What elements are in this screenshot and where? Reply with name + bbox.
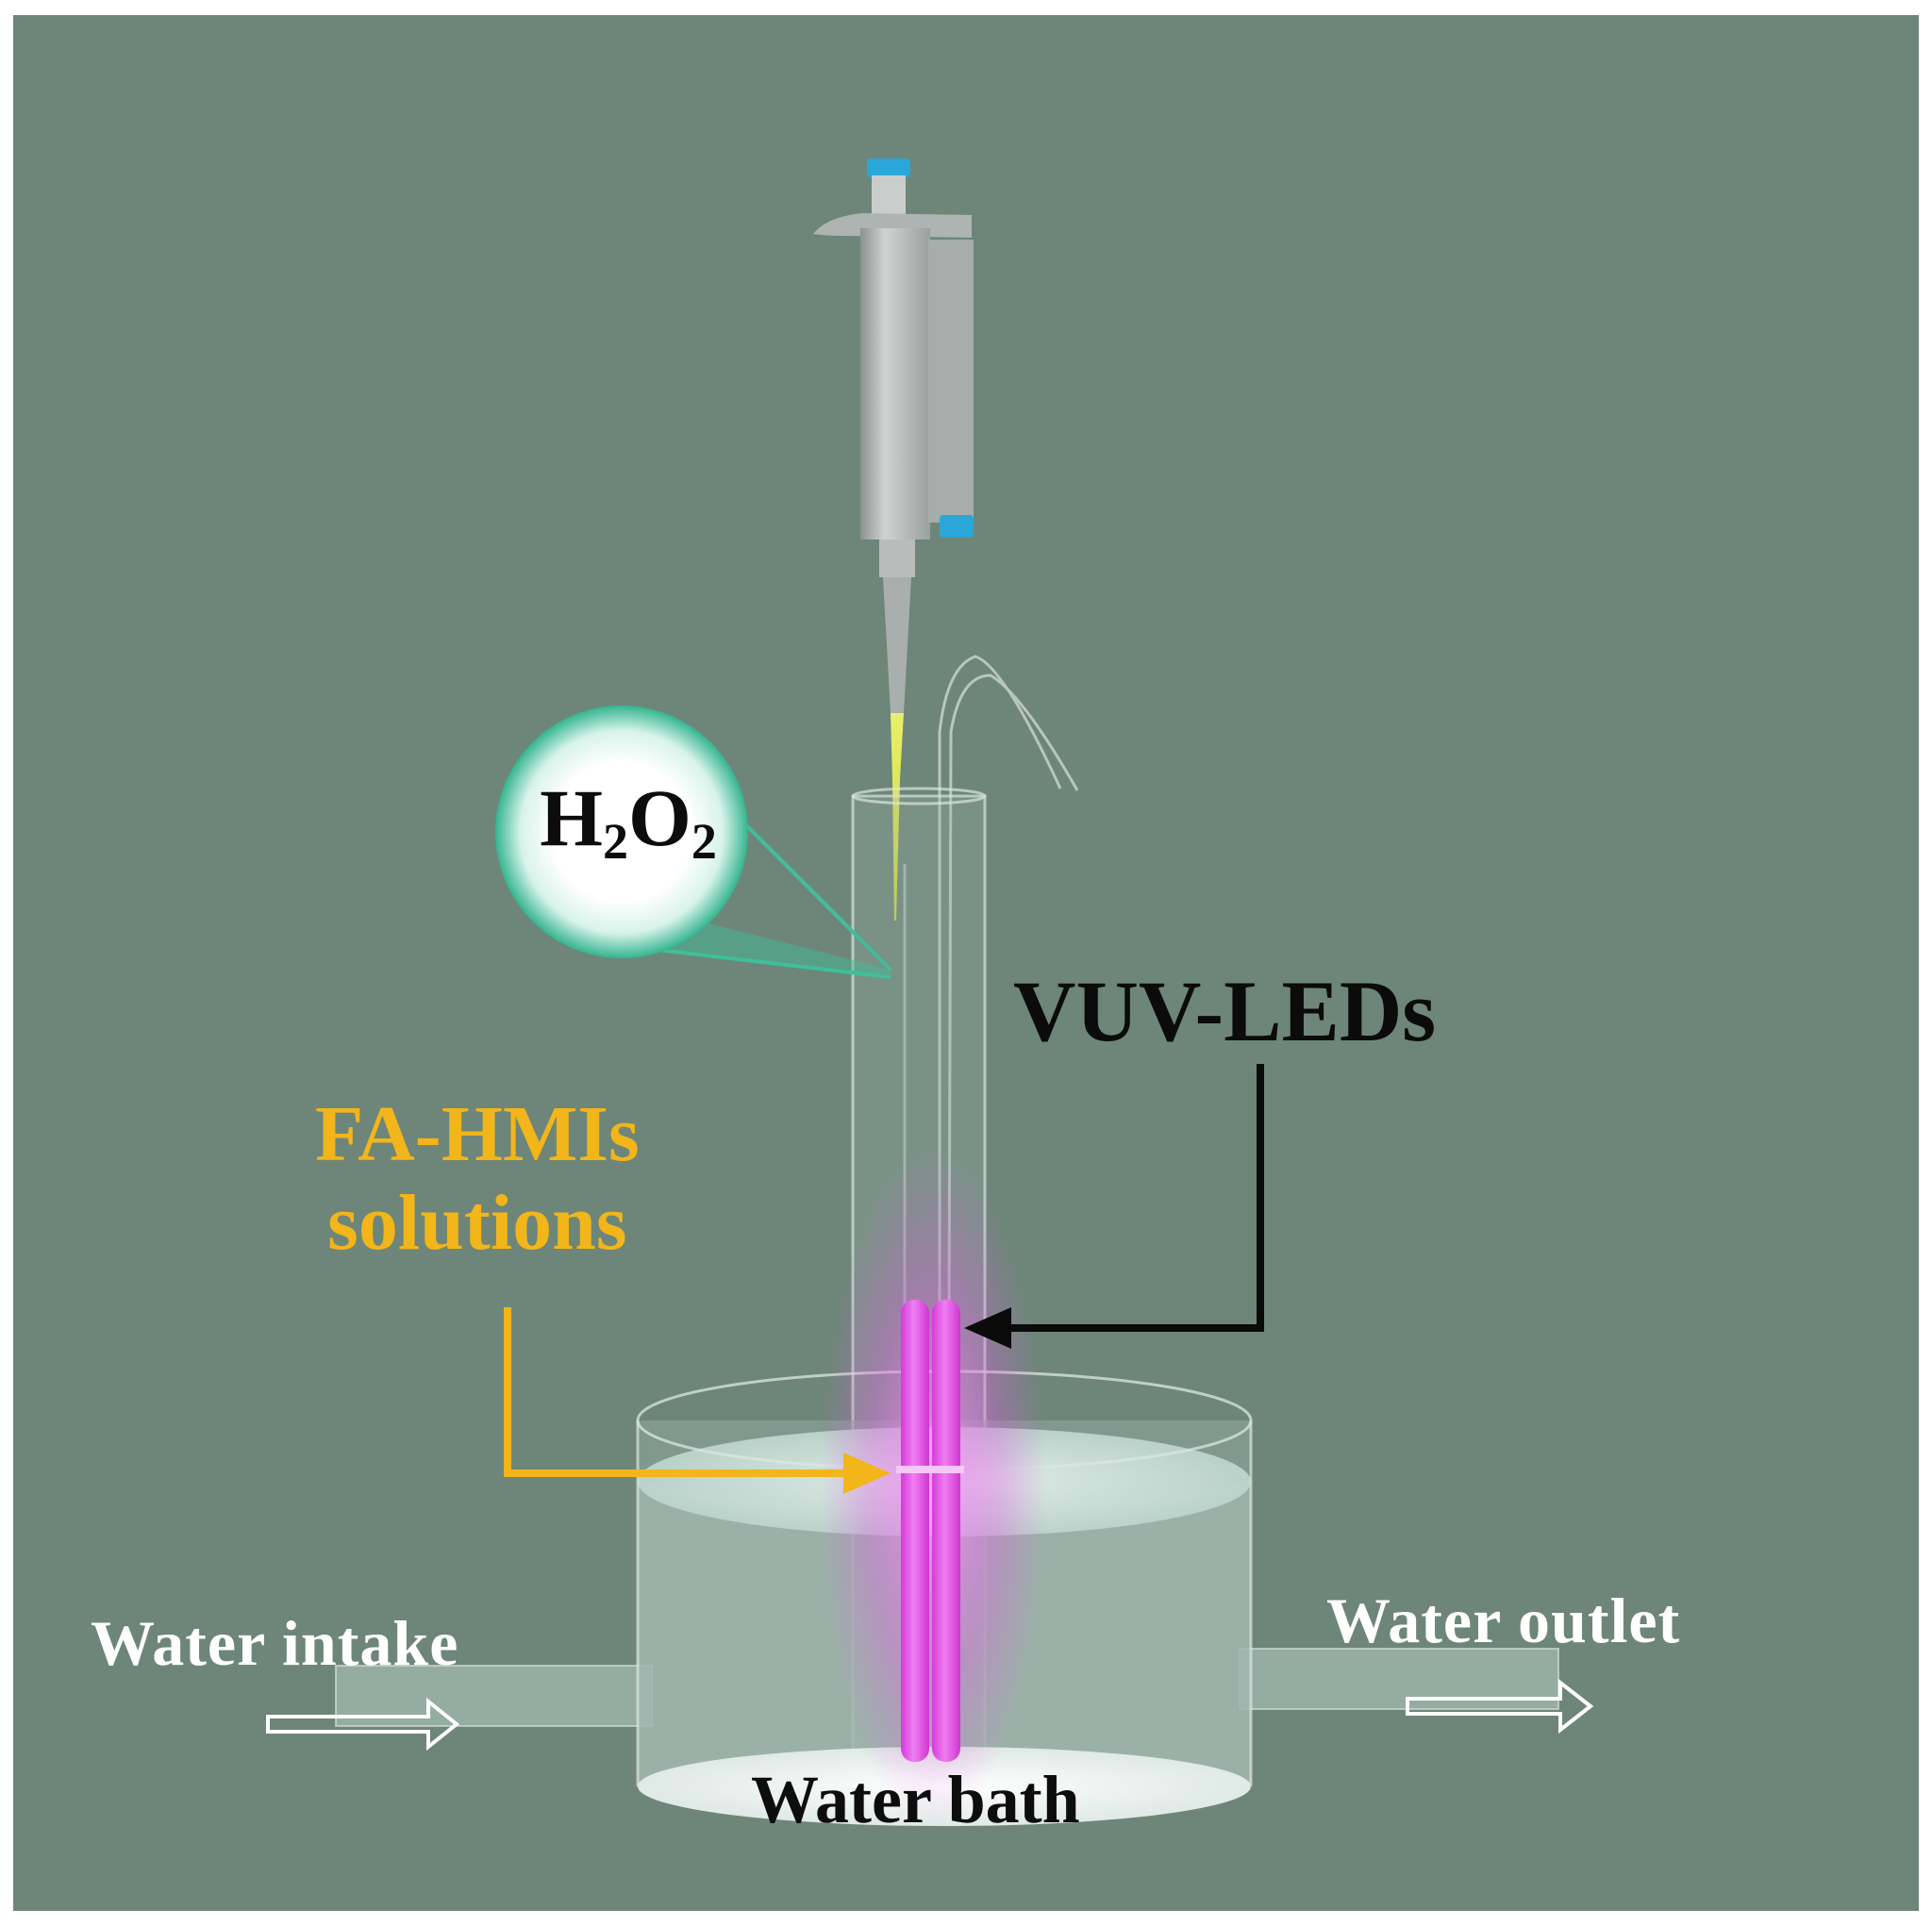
fa-hmis-label-line2: solutions	[327, 1179, 627, 1268]
vuv-leds-label: VUV-LEDs	[1013, 963, 1437, 1059]
water-outlet-label: Water outlet	[1326, 1585, 1681, 1656]
fa-hmis-label-line1: FA-HMIs	[315, 1090, 640, 1178]
vuv-leds-arrow	[964, 1064, 1264, 1349]
apparatus-illustration	[266, 158, 1594, 1826]
diagram-panel: H2O2 VUV-LEDs FA-HMIs solutions Water in…	[13, 15, 1919, 1911]
fa-hmis-label: FA-HMIs solutions	[315, 1090, 640, 1268]
h2o2-bubble	[495, 706, 748, 958]
h2o2-callout	[495, 706, 892, 979]
vuv-led-bars	[820, 1147, 1046, 1826]
water-intake-label: Water intake	[91, 1607, 459, 1679]
water-intake-arrow	[266, 1697, 460, 1752]
pipette	[813, 158, 974, 921]
h2o2-label: H2O2	[540, 772, 717, 870]
water-outlet-arrow	[1406, 1678, 1594, 1735]
water-bath-label: Water bath	[751, 1762, 1080, 1837]
led-wires	[938, 655, 1079, 1327]
fa-hmis-arrow	[504, 1307, 891, 1494]
